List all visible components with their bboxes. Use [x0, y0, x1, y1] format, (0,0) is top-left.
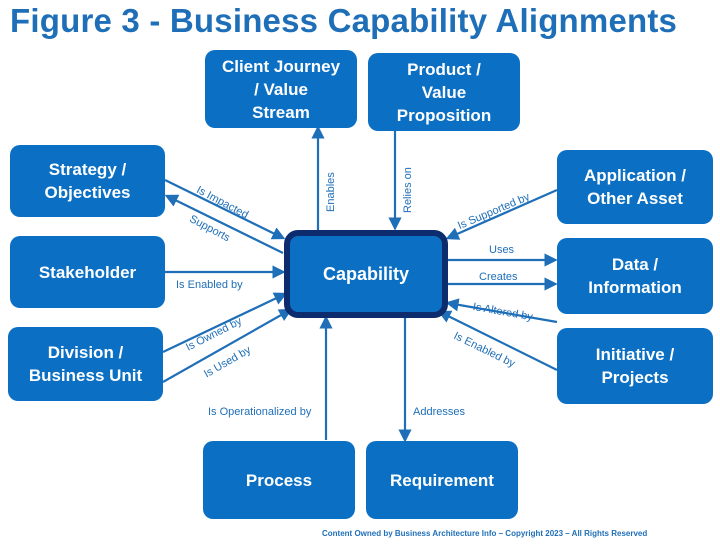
node-application-other-asset: Application / Other Asset	[557, 150, 713, 224]
node-strategy-objectives: Strategy / Objectives	[10, 145, 165, 217]
label-creates: Creates	[479, 271, 518, 283]
label-uses: Uses	[489, 244, 515, 256]
node-capability: Capability	[284, 230, 448, 318]
node-product-value-proposition: Product / Value Proposition	[368, 53, 520, 131]
label-is-operationalized-by: Is Operationalized by	[208, 406, 312, 418]
node-stakeholder: Stakeholder	[10, 236, 165, 308]
label-enables: Enables	[325, 172, 337, 212]
edge-is-impacted	[164, 179, 286, 240]
edge-is-supported-by	[445, 188, 558, 240]
label-addresses: Addresses	[413, 406, 465, 418]
node-division-business-unit: Division / Business Unit	[8, 327, 163, 401]
edge-is-owned-by	[162, 292, 288, 353]
edge-is-altered-by	[445, 298, 558, 324]
node-requirement: Requirement	[366, 441, 518, 519]
node-client-journey: Client Journey / Value Stream	[205, 50, 357, 128]
edge-supports	[164, 194, 284, 254]
node-process: Process	[203, 441, 355, 519]
label-relies-on: Relies on	[402, 167, 414, 213]
label-stakeholder-is-enabled-by: Is Enabled by	[176, 279, 243, 291]
node-data-information: Data / Information	[557, 238, 713, 314]
copyright-footer: Content Owned by Business Architecture I…	[322, 529, 648, 538]
edge-is-used-by	[162, 308, 293, 383]
node-initiative-projects: Initiative / Projects	[557, 328, 713, 404]
diagram-title: Figure 3 - Business Capability Alignment…	[10, 2, 678, 39]
edge-initiative-enabled	[437, 310, 558, 371]
